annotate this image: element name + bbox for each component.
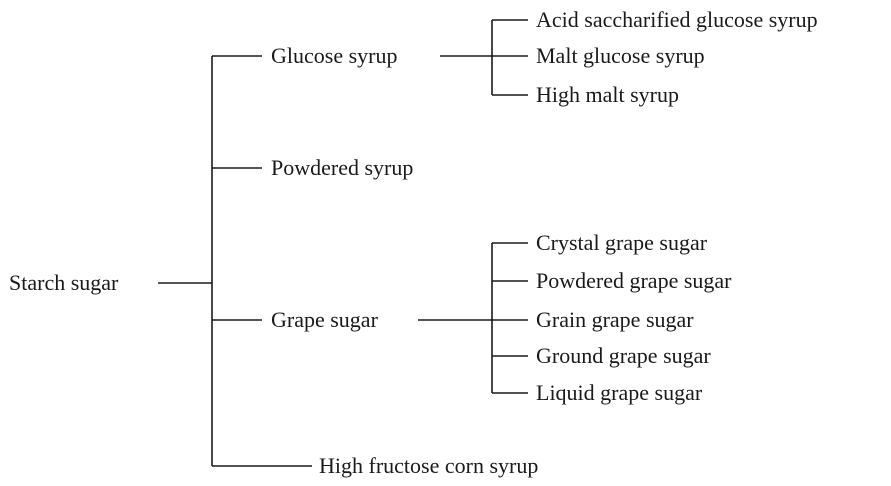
branch-label-high-fructose-corn-syrup: High fructose corn syrup: [319, 453, 539, 478]
branch-label-grape-sugar: Grape sugar: [271, 307, 378, 332]
leaf-label-liquid-grape-sugar: Liquid grape sugar: [536, 380, 703, 405]
root-label: Starch sugar: [9, 270, 119, 295]
leaf-label-crystal-grape-sugar: Crystal grape sugar: [536, 230, 708, 255]
leaf-label-ground-grape-sugar: Ground grape sugar: [536, 343, 711, 368]
leaf-label-grain-grape-sugar: Grain grape sugar: [536, 307, 694, 332]
leaf-label-malt-glucose-syrup: Malt glucose syrup: [536, 43, 705, 68]
branch-label-glucose-syrup: Glucose syrup: [271, 43, 398, 68]
leaf-label-high-malt-syrup: High malt syrup: [536, 82, 679, 107]
leaf-label-acid-saccharified-glucose-syrup: Acid saccharified glucose syrup: [536, 7, 818, 32]
leaf-label-powdered-grape-sugar: Powdered grape sugar: [536, 268, 732, 293]
branch-label-powdered-syrup: Powdered syrup: [271, 155, 414, 180]
